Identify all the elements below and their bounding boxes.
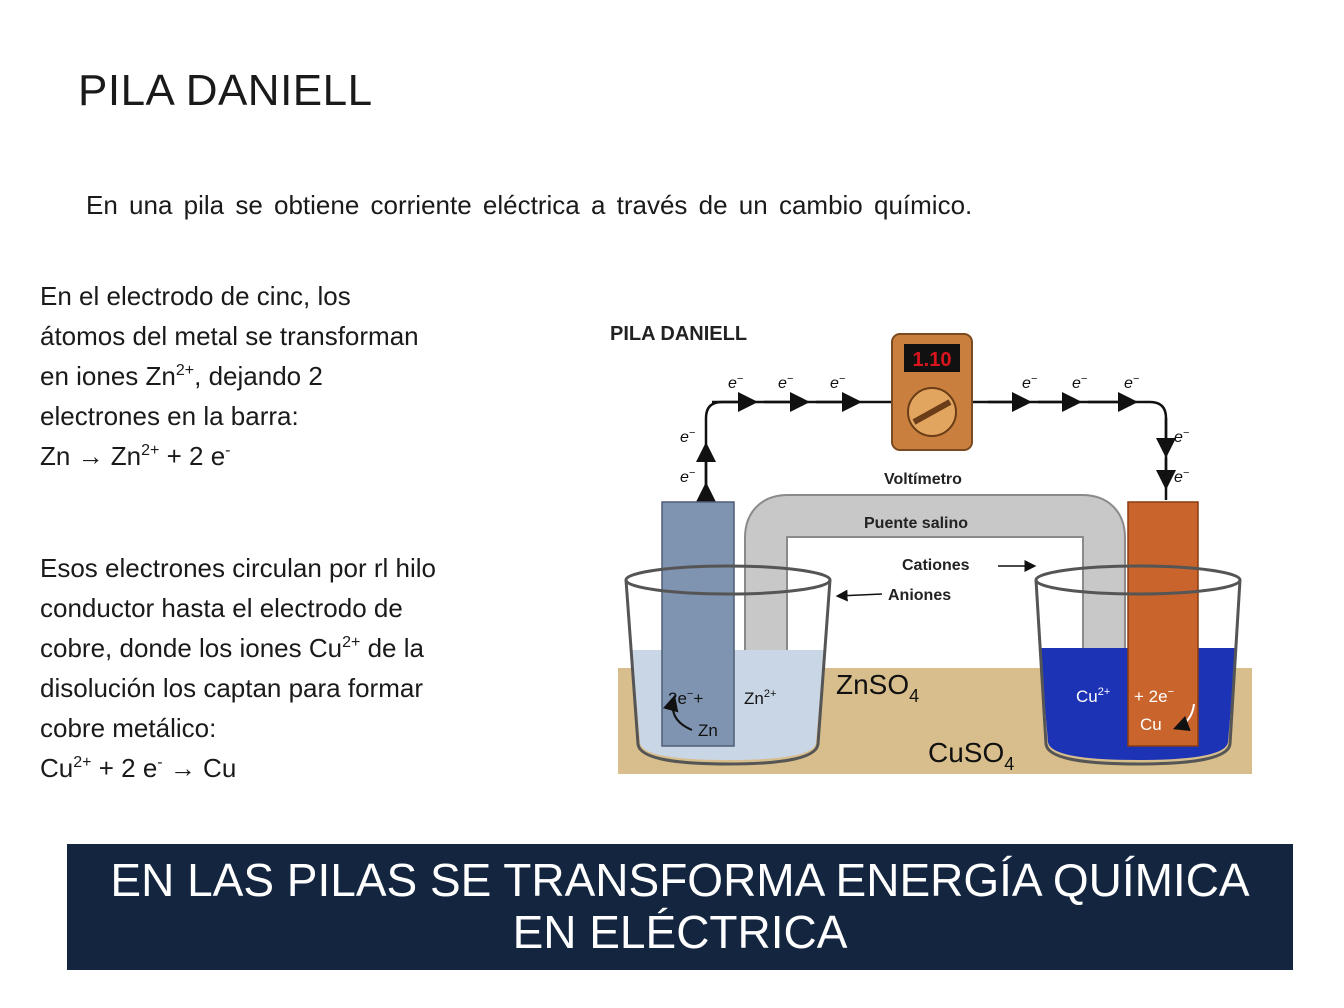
anions-arrow xyxy=(835,589,883,602)
copper-line-3-tail: de la xyxy=(360,633,424,663)
electron-label-5: e− xyxy=(1072,373,1088,392)
voltmeter-icon: 1.10 xyxy=(891,333,973,451)
copper-line-3-text: cobre, donde los iones Cu xyxy=(40,633,343,663)
zinc-line-2: átomos del metal se transforman xyxy=(40,321,419,351)
electron-label-2: e− xyxy=(778,373,794,392)
zinc-charge: 2+ xyxy=(175,362,195,379)
electron-label-7: e− xyxy=(680,427,696,446)
intro-text: En una pila se obtiene corriente eléctri… xyxy=(86,190,973,220)
zinc-equation: Zn → Zn2+ + 2 e- xyxy=(40,436,560,476)
electron-label-4: e− xyxy=(1022,373,1038,392)
copper-line-4: disolución los captan para formar xyxy=(40,673,423,703)
zinc-explanation: En el electrodo de cinc, los átomos del … xyxy=(40,276,560,476)
voltmeter-label: Voltímetro xyxy=(884,471,962,488)
zinc-beaker-rim xyxy=(624,564,832,596)
copper-line-5: cobre metálico: xyxy=(40,713,217,743)
copper-beaker-rim xyxy=(1034,564,1242,596)
zinc-line-3-tail: , dejando 2 xyxy=(194,361,323,391)
copper-beaker xyxy=(1034,579,1242,766)
electron-label-9: e− xyxy=(1174,427,1190,446)
cuso4-label: CuSO4 xyxy=(928,737,1014,774)
znso4-label: ZnSO4 xyxy=(836,669,919,706)
zinc-beaker xyxy=(624,579,832,766)
zinc-electrode xyxy=(661,501,735,747)
conclusion-line-1: EN LAS PILAS SE TRANSFORMA ENERGÍA QUÍMI… xyxy=(110,854,1250,906)
copper-eq-electron-charge: - xyxy=(157,754,163,771)
copper-eq-left: Cu xyxy=(40,753,74,783)
zinc-line-4: electrones en la barra: xyxy=(40,401,299,431)
zinc-eq-electrons: + 2 e xyxy=(159,441,226,471)
salt-bridge xyxy=(746,496,1124,680)
voltmeter-knob xyxy=(912,399,952,425)
copper-equation: Cu2+ + 2 e- → Cu xyxy=(40,748,560,788)
page-title: PILA DANIELL xyxy=(78,66,373,115)
electron-label-8: e− xyxy=(680,467,696,486)
electron-label-3: e− xyxy=(830,373,846,392)
electron-labels: e− e− e− e− e− e− e− e− e− e− xyxy=(680,373,1190,486)
copper-eq-electrons: + 2 e xyxy=(91,753,158,783)
diagram-title: PILA DANIELL xyxy=(610,323,747,345)
copper-electrode xyxy=(1127,501,1199,747)
copper-line-1: Esos electrones circulan por rl hilo xyxy=(40,553,436,583)
cations-label: Cationes xyxy=(902,557,970,574)
zinc-line-1: En el electrodo de cinc, los xyxy=(40,281,351,311)
electron-label-1: e− xyxy=(728,373,744,392)
zinc-line-3-text: en iones Zn xyxy=(40,361,176,391)
wire-right xyxy=(970,400,1168,500)
copper-charge: 2+ xyxy=(342,634,361,651)
copper-explanation: Esos electrones circulan por rl hilo con… xyxy=(40,548,560,788)
zinc-metal-label: Zn xyxy=(698,721,718,740)
copper-eq-right: → Cu xyxy=(162,753,237,783)
voltmeter-reading: 1.10 xyxy=(913,349,952,371)
daniell-cell-diagram: PILA DANIELL e− e− e− e− e− e− e− e− e− … xyxy=(588,290,1264,786)
zinc-eq-electron-charge: - xyxy=(225,442,231,459)
copper-metal-label: Cu xyxy=(1140,715,1162,734)
zinc-reaction-arrow xyxy=(662,694,693,731)
zinc-eq-charge: 2+ xyxy=(141,442,160,459)
electron-label-6: e− xyxy=(1124,373,1140,392)
anions-label: Aniones xyxy=(888,587,951,604)
copper-line-3: cobre, donde los iones Cu2+ de la xyxy=(40,628,560,668)
zinc-ion-label: Zn2+ xyxy=(744,688,776,708)
conclusion-line-2: EN ELÉCTRICA xyxy=(512,906,848,958)
copper-eq-charge: 2+ xyxy=(73,754,92,771)
copper-reaction-electrons: + 2e− xyxy=(1134,686,1174,706)
zinc-eq-left: Zn → Zn xyxy=(40,441,142,471)
daniell-cell-svg: PILA DANIELL e− e− e− e− e− e− e− e− e− … xyxy=(588,290,1264,786)
conclusion-banner: EN LAS PILAS SE TRANSFORMA ENERGÍA QUÍMI… xyxy=(67,844,1293,970)
voltmeter-display xyxy=(904,344,960,372)
electron-label-10: e− xyxy=(1174,467,1190,486)
copper-reaction-arrow xyxy=(1173,703,1195,731)
copper-ion-label: Cu2+ xyxy=(1076,686,1110,706)
zinc-line-3: en iones Zn2+, dejando 2 xyxy=(40,356,560,396)
salt-bridge-label: Puente salino xyxy=(864,515,968,532)
copper-line-2: conductor hasta el electrodo de xyxy=(40,593,403,623)
